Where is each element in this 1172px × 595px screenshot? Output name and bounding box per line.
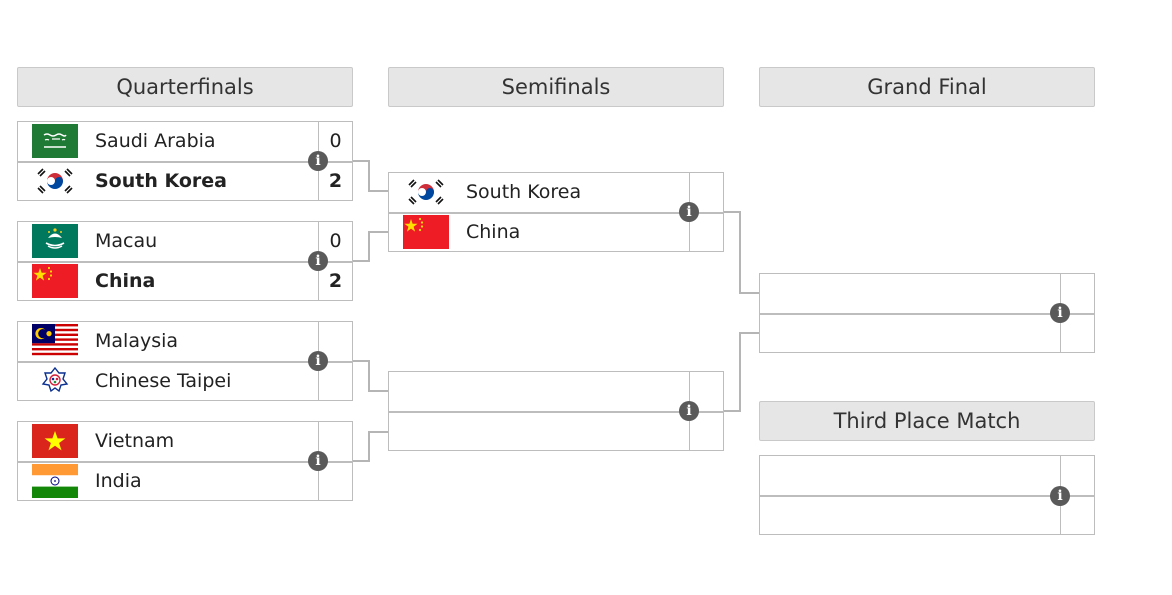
- round-header-semifinals: Semifinals: [388, 67, 724, 107]
- round-header-quarterfinals: Quarterfinals: [17, 67, 353, 107]
- match-row-team1[interactable]: [389, 372, 723, 411]
- bracket-connector: [353, 460, 370, 462]
- bracket-connector: [724, 211, 741, 213]
- info-circle-icon[interactable]: i: [1050, 303, 1070, 323]
- saudi-arabia-flag-icon: [32, 124, 78, 158]
- team-name: Malaysia: [95, 330, 179, 352]
- bracket-connector: [353, 160, 370, 162]
- team-name: China: [466, 221, 521, 243]
- row-divider: [18, 461, 352, 463]
- team-name: India: [95, 470, 142, 492]
- info-circle-icon[interactable]: i: [308, 451, 328, 471]
- bracket-connector: [368, 231, 388, 233]
- bracket-connector: [368, 431, 388, 433]
- match-row-team2[interactable]: [389, 412, 723, 451]
- team-score: 0: [329, 230, 342, 252]
- row-divider: [18, 361, 352, 363]
- malaysia-flag-icon: [32, 324, 78, 358]
- match-row-team2[interactable]: Chinese Taipei: [18, 362, 352, 401]
- bracket-connector: [739, 332, 741, 412]
- info-circle-icon[interactable]: i: [679, 202, 699, 222]
- quarterfinal-match-1: Saudi Arabia 0 South Korea 2: [17, 121, 353, 201]
- third-place-match: [759, 455, 1095, 535]
- grand-final-match: [759, 273, 1095, 353]
- match-row-team1[interactable]: [760, 456, 1094, 495]
- bracket-connector: [739, 332, 759, 334]
- match-row-team2[interactable]: China: [389, 213, 723, 252]
- match-row-team2[interactable]: China 2: [18, 262, 352, 301]
- vietnam-flag-icon: [32, 424, 78, 458]
- bracket-connector: [353, 260, 370, 262]
- info-circle-icon[interactable]: i: [308, 351, 328, 371]
- bracket-connector: [739, 292, 759, 294]
- match-row-team2[interactable]: India: [18, 462, 352, 501]
- info-circle-icon[interactable]: i: [1050, 486, 1070, 506]
- bracket-connector: [368, 231, 370, 262]
- row-divider: [760, 495, 1094, 497]
- row-divider: [18, 161, 352, 163]
- team-name: South Korea: [466, 181, 582, 203]
- quarterfinal-match-2: Macau 0 China 2: [17, 221, 353, 301]
- china-flag-icon: [403, 215, 449, 249]
- match-row-team1[interactable]: South Korea: [389, 173, 723, 212]
- semifinal-match-2: [388, 371, 724, 451]
- match-row-team1[interactable]: [760, 274, 1094, 313]
- china-flag-icon: [32, 264, 78, 298]
- team-name: Macau: [95, 230, 158, 252]
- india-flag-icon: [32, 464, 78, 498]
- bracket-connector: [368, 390, 388, 392]
- info-circle-icon[interactable]: i: [679, 401, 699, 421]
- team-name: China: [95, 270, 156, 292]
- quarterfinal-match-4: Vietnam India: [17, 421, 353, 501]
- bracket-connector: [739, 211, 741, 294]
- bracket-connector: [368, 190, 388, 192]
- bracket-connector: [368, 360, 370, 392]
- row-divider: [389, 411, 723, 413]
- bracket-connector: [368, 431, 370, 462]
- match-row-team2[interactable]: South Korea 2: [18, 162, 352, 201]
- south-korea-flag-icon: [403, 175, 449, 209]
- macau-flag-icon: [32, 224, 78, 258]
- row-divider: [760, 313, 1094, 315]
- semifinal-match-1: South Korea China: [388, 172, 724, 252]
- info-circle-icon[interactable]: i: [308, 151, 328, 171]
- row-divider: [18, 261, 352, 263]
- team-name: South Korea: [95, 170, 228, 192]
- team-score: 0: [329, 130, 342, 152]
- match-row-team1[interactable]: Malaysia: [18, 322, 352, 361]
- quarterfinal-match-3: Malaysia Chinese Taipei: [17, 321, 353, 401]
- match-row-team1[interactable]: Vietnam: [18, 422, 352, 461]
- chinese-taipei-flag-icon: [32, 364, 78, 398]
- match-row-team1[interactable]: Macau 0: [18, 222, 352, 261]
- round-header-grand-final: Grand Final: [759, 67, 1095, 107]
- bracket-connector: [353, 360, 370, 362]
- match-row-team1[interactable]: Saudi Arabia 0: [18, 122, 352, 161]
- match-row-team2[interactable]: [760, 314, 1094, 353]
- team-score: 2: [328, 270, 343, 292]
- team-name: Chinese Taipei: [95, 370, 232, 392]
- team-name: Saudi Arabia: [95, 130, 216, 152]
- match-row-team2[interactable]: [760, 496, 1094, 535]
- south-korea-flag-icon: [32, 164, 78, 198]
- team-name: Vietnam: [95, 430, 175, 452]
- row-divider: [389, 212, 723, 214]
- round-header-third-place: Third Place Match: [759, 401, 1095, 441]
- bracket-connector: [368, 160, 370, 192]
- bracket-connector: [724, 410, 741, 412]
- info-circle-icon[interactable]: i: [308, 251, 328, 271]
- team-score: 2: [328, 170, 343, 192]
